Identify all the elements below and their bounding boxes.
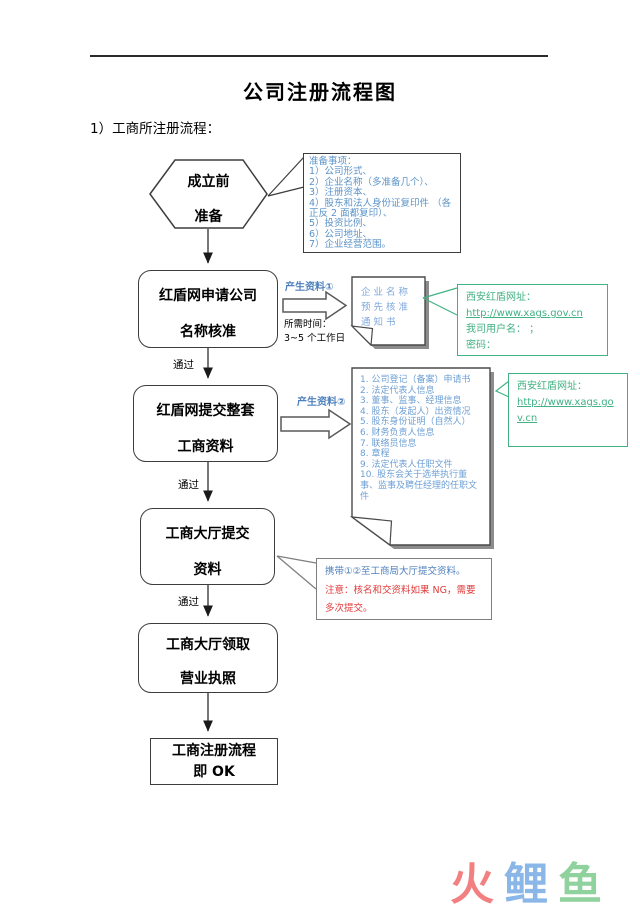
doc2-item: 8. 章程 [360,449,390,460]
time-note-value: 3~5 个工作日 [284,333,346,344]
doc2-item: 5. 股东身份证明（自然人） [360,417,471,428]
green1-password: 密码： [466,340,496,351]
block-arrow-2 [280,408,352,440]
green2-link[interactable]: http://www.xags.gov.cn [517,397,614,424]
watermark-char-1: 火 [450,859,504,906]
flow-step-license-pickup: 工商大厅领取 营业执照 [138,623,278,693]
doc1-line1: 企业名称 [361,287,412,298]
green1-account: 我司用户名： ； [466,324,540,335]
prepare-item: 3）注册资本、 [309,187,373,199]
doc1-label: 企业名称 预先核准 通知书 [361,285,425,330]
green-callout-lines-1 [422,287,458,316]
step2-line1: 红盾网提交整套 [156,403,255,419]
doc2-item: 10. 股东会关于选举执行董事、监事及聘任经理的任职文件 [360,470,478,502]
doc1-line3: 通知书 [361,317,399,328]
prepare-item: 5）投资比例、 [309,218,373,230]
pass-label-3: 通过 [178,596,199,608]
pass-label-1: 通过 [173,359,194,371]
prepare-callout-lines [267,156,305,197]
step3-line1: 工商大厅提交 [165,526,250,542]
time-note-title: 所需时间： [284,319,332,330]
section-label: 1）工商所注册流程： [90,121,221,137]
step1-line2: 名称核准 [180,324,236,340]
output1-label: 产生资料① [285,282,334,293]
document-shape-1 [350,276,429,349]
hexagon-shape [149,159,268,229]
prepare-note-title: 准备事项： [309,156,357,167]
warning-callout-lines [276,555,317,590]
top-divider [90,55,548,57]
flow-step-submit-online: 红盾网提交整套 工商资料 [133,385,278,462]
green-note-1: 西安红盾网址： http://www.xags.gov.cn 我司用户名： ； … [457,284,608,356]
end-node: 工商注册流程 即 OK [150,738,278,785]
prepare-item: 2）企业名称（多准备几个）、 [309,176,434,188]
doc2-item: 3. 董事、监事、经理信息 [360,396,462,407]
start-node-line2: 准备 [194,209,223,225]
step3-line2: 资料 [193,562,222,578]
green-note-2: 西安红盾网址： http://www.xags.gov.cn [508,373,628,447]
flow-step-hall-submit: 工商大厅提交 资料 [140,508,275,585]
start-node-line1: 成立前 [187,174,230,190]
doc2-item: 6. 财务负责人信息 [360,427,435,438]
doc2-list: 1. 公司登记（备案）申请书 2. 法定代表人信息 3. 董事、监事、经理信息 … [360,375,484,502]
prepare-item: 1）公司形式、 [309,166,373,178]
start-node: 成立前 准备 [150,165,267,235]
doc1-line2: 预先核准 [361,302,412,313]
prepare-item: 4）股东和法人身份证复印件 （各正反 2 面都复印）、 [309,197,452,220]
block-arrow-1 [282,290,348,321]
prepare-item: 7）企业经营范围。 [309,239,392,251]
watermark-logo: 火鲤鱼 [450,848,612,906]
green1-heading: 西安红盾网址： [466,292,536,303]
green2-heading: 西安红盾网址： [517,381,587,392]
page-title: 公司注册流程图 [243,80,397,104]
step1-line1: 红盾网申请公司 [159,288,257,304]
doc2-item: 7. 联络员信息 [360,438,417,449]
doc2-item: 2. 法定代表人信息 [360,385,435,396]
flow-step-name-approval: 红盾网申请公司 名称核准 [138,270,278,348]
pass-label-2: 通过 [178,479,199,491]
step2-line2: 工商资料 [177,439,234,455]
document-shape-2 [349,367,494,549]
end-line1: 工商注册流程 [172,743,256,759]
end-line2: 即 OK [193,764,235,780]
green-callout-pointer-2 [494,380,510,398]
doc2-item: 9. 法定代表人任职文件 [360,459,453,470]
warning-callout-red: 注意：核名和交资料如果 NG，需要多次提交。 [325,584,476,615]
warning-callout-blue: 携带①②至工商局大厅提交资料。 [325,566,466,577]
doc2-item: 4. 股东（发起人）出资情况 [360,406,471,417]
time-note: 所需时间： 3~5 个工作日 [284,318,354,346]
watermark-char-3: 鱼 [558,859,612,906]
green1-link[interactable]: http://www.xags.gov.cn [466,308,583,319]
prepare-note: 准备事项： 1）公司形式、 2）企业名称（多准备几个）、 3）注册资本、 4）股… [303,153,461,253]
output2-label: 产生资料② [297,397,346,408]
warning-callout: 携带①②至工商局大厅提交资料。 注意：核名和交资料如果 NG，需要多次提交。 [316,558,492,620]
doc2-item: 1. 公司登记（备案）申请书 [360,375,471,385]
prepare-item: 6）公司地址、 [309,228,373,240]
watermark-char-2: 鲤 [504,859,558,906]
step4-line2: 营业执照 [180,671,236,687]
step4-line1: 工商大厅领取 [166,637,250,653]
